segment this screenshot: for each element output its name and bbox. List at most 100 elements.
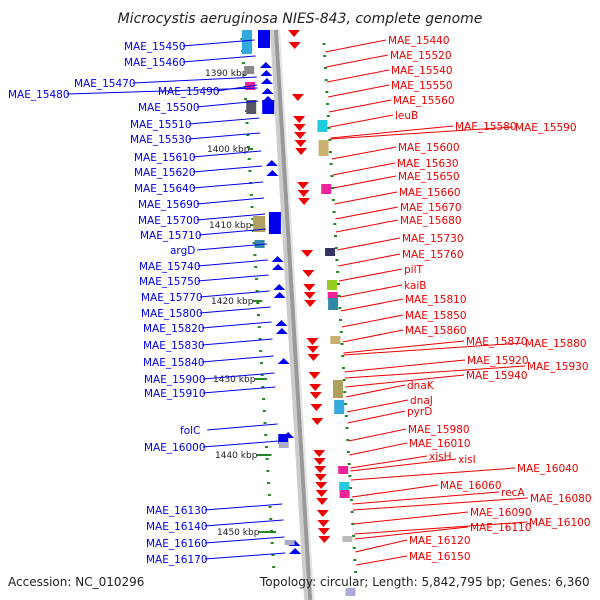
gene-arrow-left-strand bbox=[275, 328, 288, 334]
left-gene-label: MAE_15460 bbox=[124, 57, 186, 69]
right-leader-line bbox=[337, 237, 401, 251]
gene-tick bbox=[268, 506, 272, 508]
left-leader-line bbox=[199, 306, 271, 314]
gene-arrow-right-strand bbox=[302, 270, 315, 277]
right-gene-label: MAE_15920 bbox=[467, 355, 529, 367]
right-gene-label: pyrD bbox=[407, 406, 432, 418]
right-leader-line bbox=[350, 458, 457, 472]
left-leader-line bbox=[196, 197, 265, 205]
left-gene-label: MAE_15740 bbox=[139, 261, 201, 273]
gene-tick bbox=[351, 523, 355, 525]
right-gene-label: MAE_15930 bbox=[527, 361, 589, 373]
left-leader-line bbox=[192, 181, 264, 189]
scale-tick-label: 1440 kbp bbox=[215, 451, 258, 461]
left-leader-line bbox=[197, 274, 269, 282]
gene-arrow-right-strand bbox=[294, 140, 307, 147]
gene-tick bbox=[341, 367, 345, 369]
gene-arrow-right-strand bbox=[314, 466, 327, 473]
gene-tick bbox=[352, 547, 356, 549]
gene-tick bbox=[349, 487, 353, 489]
right-gene-label: MAE_15760 bbox=[402, 249, 464, 261]
right-gene-label: MAE_16080 bbox=[530, 493, 592, 505]
right-leader-line bbox=[328, 99, 392, 113]
right-leader-line bbox=[354, 521, 528, 535]
left-gene-label: MAE_16140 bbox=[146, 521, 208, 533]
left-gene-label: MAE_15480 bbox=[8, 89, 70, 101]
right-gene-label: MAE_15540 bbox=[391, 65, 453, 77]
gene-feature-box bbox=[318, 140, 329, 156]
left-leader-line bbox=[204, 552, 286, 560]
gene-tick bbox=[257, 314, 261, 316]
map-title: Microcystis aeruginosa NIES-843, complet… bbox=[118, 11, 483, 27]
gene-tick bbox=[245, 122, 249, 124]
left-leader-line bbox=[202, 440, 279, 448]
left-gene-label: MAE_16000 bbox=[144, 442, 206, 454]
gene-feature-box bbox=[317, 120, 328, 132]
left-gene-label: folC bbox=[180, 425, 200, 437]
gene-tick bbox=[349, 499, 353, 501]
gene-tick bbox=[254, 266, 258, 268]
left-leader-line bbox=[201, 338, 273, 346]
left-leader-line bbox=[202, 372, 275, 380]
left-gene-label: MAE_15820 bbox=[143, 323, 205, 335]
right-leader-line bbox=[327, 69, 390, 83]
right-strand-labels: MAE_15440MAE_15520MAE_15540MAE_15550MAE_… bbox=[325, 35, 592, 566]
gene-tick bbox=[241, 62, 245, 64]
left-leader-line bbox=[199, 290, 270, 298]
gene-tick bbox=[252, 242, 256, 244]
gene-tick bbox=[344, 403, 348, 405]
gene-feature-box bbox=[321, 184, 332, 194]
right-gene-label: MAE_16150 bbox=[409, 551, 471, 563]
left-gene-label: MAE_15900 bbox=[144, 374, 206, 386]
right-leader-line bbox=[326, 54, 389, 68]
right-leader-line bbox=[330, 126, 514, 140]
gene-feature-box bbox=[339, 482, 350, 490]
gene-features bbox=[242, 30, 356, 596]
gene-feature-box bbox=[253, 216, 266, 232]
gene-tick bbox=[251, 218, 255, 220]
right-gene-label: MAE_15980 bbox=[408, 424, 470, 436]
left-gene-label: MAE_16160 bbox=[146, 538, 208, 550]
gene-tick bbox=[269, 518, 273, 520]
left-gene-label: MAE_15510 bbox=[130, 119, 192, 131]
gene-tick bbox=[322, 43, 326, 45]
right-gene-label: leuB bbox=[395, 110, 418, 122]
gene-tick bbox=[329, 163, 333, 165]
right-leader-line bbox=[336, 219, 399, 233]
right-gene-label: MAE_15860 bbox=[405, 325, 467, 337]
left-leader-line bbox=[66, 87, 258, 95]
left-leader-line bbox=[216, 84, 258, 92]
right-leader-line bbox=[350, 467, 516, 481]
gene-feature-box bbox=[333, 380, 343, 398]
right-leader-line bbox=[355, 539, 408, 553]
gene-tick bbox=[256, 302, 260, 304]
right-gene-label: MAE_15850 bbox=[405, 310, 467, 322]
gene-arrow-right-strand bbox=[288, 30, 300, 37]
gene-feature-box bbox=[278, 442, 289, 448]
right-gene-label: MAE_15600 bbox=[398, 142, 460, 154]
right-leader-line bbox=[347, 410, 406, 424]
left-leader-line bbox=[207, 423, 278, 431]
right-leader-line bbox=[342, 329, 404, 343]
left-gene-label: MAE_15490 bbox=[158, 86, 220, 98]
gene-arrow-left-strand bbox=[265, 160, 278, 166]
gene-arrow-left-strand bbox=[273, 292, 286, 298]
gene-feature-box bbox=[328, 298, 339, 310]
gene-tick bbox=[267, 494, 271, 496]
left-leader-line bbox=[204, 536, 285, 544]
gene-tick bbox=[345, 427, 349, 429]
right-leader-line bbox=[343, 342, 524, 356]
gene-feature-box bbox=[325, 248, 336, 256]
gene-tick bbox=[347, 463, 351, 465]
right-gene-label: recA bbox=[501, 487, 525, 499]
right-leader-line bbox=[353, 511, 469, 525]
gene-tick bbox=[333, 223, 337, 225]
right-gene-label: MAE_15650 bbox=[398, 171, 460, 183]
gene-tick bbox=[255, 290, 259, 292]
right-leader-line bbox=[343, 340, 465, 354]
left-leader-line bbox=[196, 213, 266, 221]
gene-tick bbox=[244, 98, 248, 100]
gene-tick bbox=[346, 439, 350, 441]
gene-tick bbox=[328, 139, 332, 141]
right-leader-line bbox=[338, 253, 401, 267]
